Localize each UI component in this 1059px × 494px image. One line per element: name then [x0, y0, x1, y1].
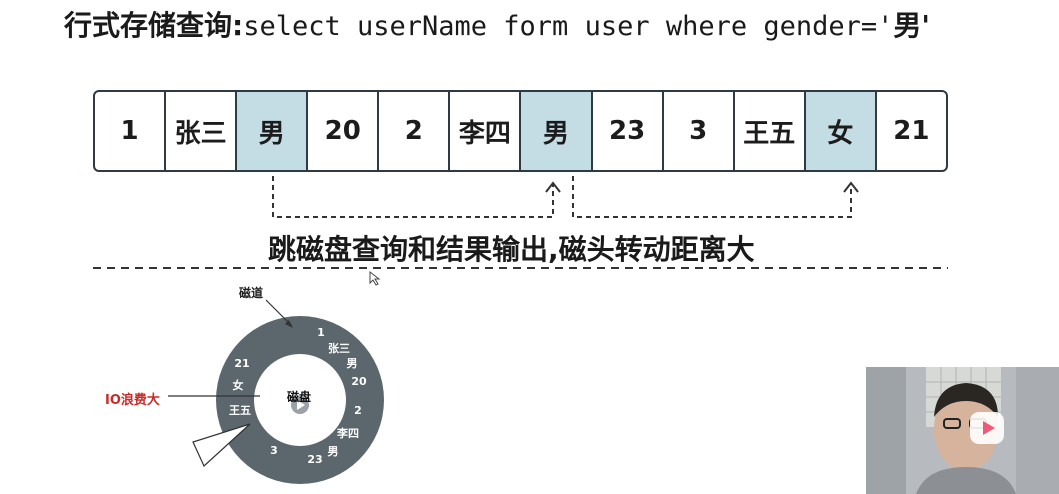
row-cell: 23: [593, 92, 664, 170]
track-pointer-arrowhead-icon: [285, 320, 293, 328]
row-cell: 20: [308, 92, 380, 170]
ring-labels: 1 张三 男 20 2 李四 男 23 3 王五 女 21: [229, 326, 367, 466]
ring-item: 23: [307, 453, 322, 466]
ring-item: 男: [347, 357, 358, 370]
row-cell: 王五: [735, 92, 806, 170]
disk-center-label: 磁盘: [287, 390, 312, 404]
io-waste-label: IO浪费大: [105, 393, 160, 408]
jump-description: 跳磁盘查询和结果输出,磁头转动距离大: [268, 233, 755, 266]
row-cell: 21: [893, 116, 930, 146]
row-cell: 2: [379, 92, 451, 170]
ring-item: 1: [317, 326, 325, 339]
ring-item: 王五: [229, 404, 251, 417]
ring-item: 2: [354, 404, 362, 417]
ring-item: 21: [234, 357, 249, 370]
row-cell-gender: 男: [237, 92, 309, 170]
arrowhead-up-icon: [843, 181, 859, 193]
track-pointer-line: [265, 299, 292, 326]
webcam-feed: [866, 367, 1059, 494]
ring-item: 张三: [328, 341, 350, 355]
row-storage-block: 1 张三 男 20 2 李四 男 23 3 王五 女 21: [93, 90, 948, 172]
jump-arrow-1: [272, 176, 554, 218]
jump-arrow-2: [572, 176, 852, 218]
play-triangle-icon: [297, 400, 305, 410]
track-label: 磁道: [239, 286, 264, 300]
ring-item: 男: [328, 445, 339, 458]
ring-item: 女: [233, 378, 244, 392]
webcam-overlay: [866, 367, 1059, 494]
row-cell: 李四: [450, 92, 522, 170]
ring-item: 20: [351, 375, 367, 388]
ring-item: 3: [270, 444, 278, 457]
row-cell-gender: 男: [521, 92, 593, 170]
title-sql-end: 男': [893, 9, 930, 42]
row-cell-gender: 女: [805, 92, 877, 170]
title-prefix: 行式存储查询:: [64, 9, 244, 42]
row-cell: 1: [95, 92, 167, 170]
row-cell: 张三: [166, 92, 238, 170]
ring-item: 李四: [336, 426, 359, 440]
cursor-icon: [369, 270, 381, 286]
read-head-icon: [192, 423, 251, 467]
page-title: 行式存储查询:select userName form user where g…: [64, 8, 930, 44]
title-sql: select userName form user where gender=': [243, 11, 894, 42]
arrowhead-up-icon: [545, 181, 561, 193]
row-cell: 3: [664, 92, 735, 170]
